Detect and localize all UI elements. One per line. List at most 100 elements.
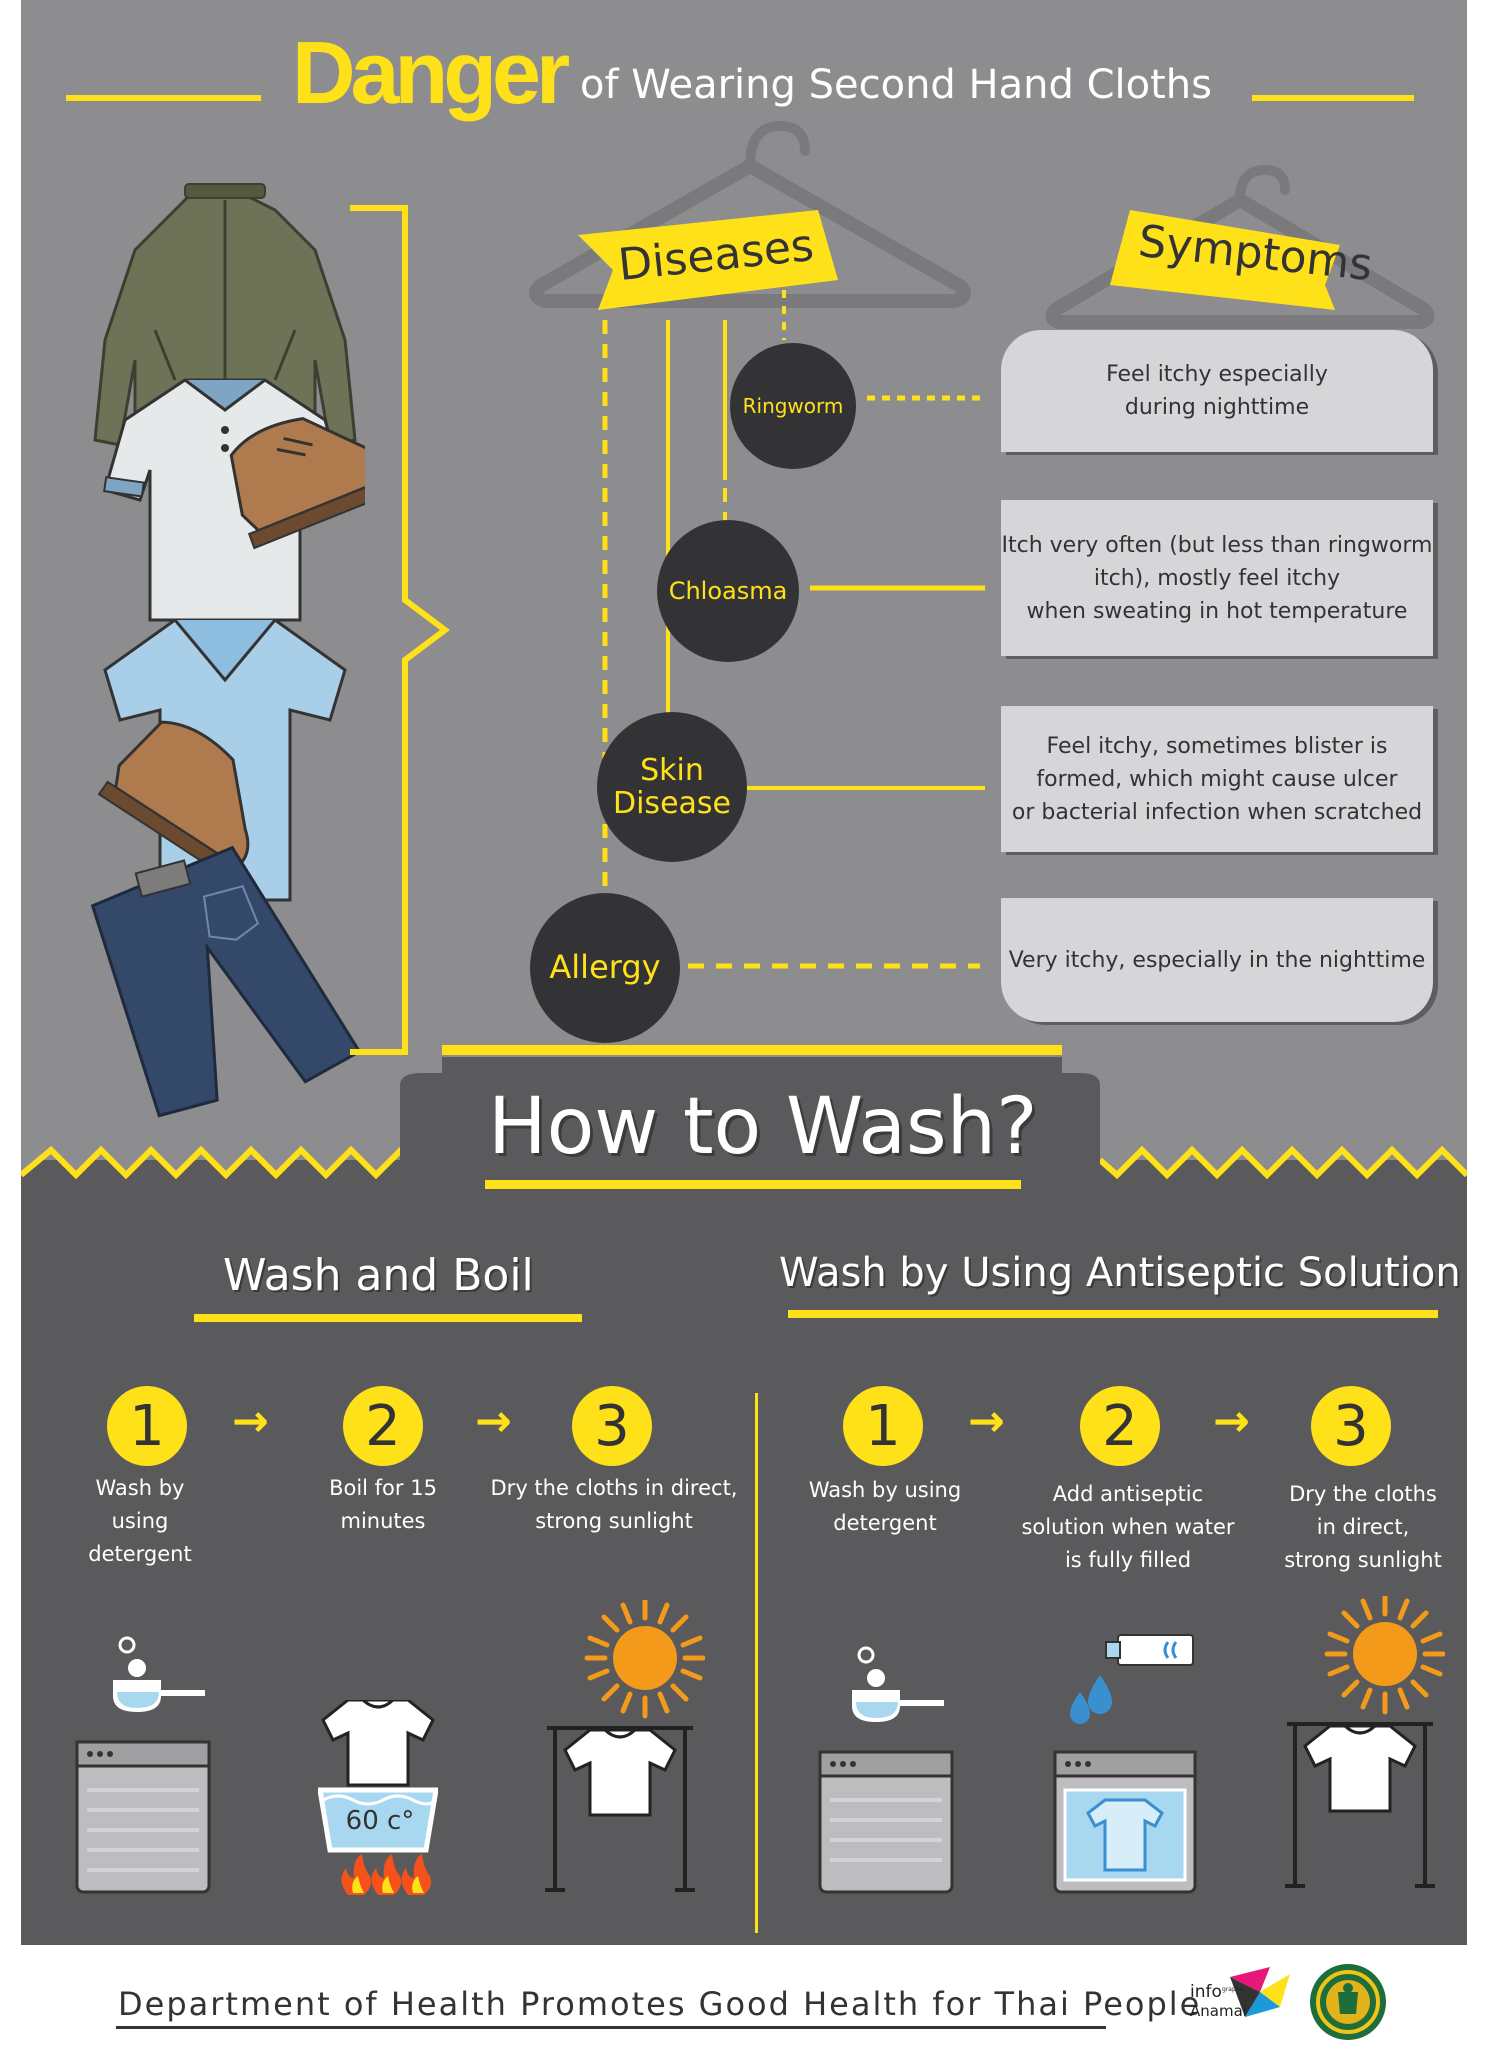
disease-name: Ringworm [742,394,844,418]
symptom-line: during nighttime [1124,395,1310,420]
disease-skin: Skin Disease [597,712,747,862]
bottom-panel [21,1160,1467,1945]
footer-text: Department of Health Promotes Good Healt… [118,1985,1202,2023]
step-text-line: strong sunlight [535,1509,693,1533]
step-text-line: minutes [340,1509,426,1533]
title-line-left [66,95,261,101]
detergent-scoop-icon [113,1636,205,1712]
boil-temperature: 60 c° [345,1806,415,1836]
step-number: 1 [107,1386,187,1466]
antiseptic-bottle-icon [1105,1634,1194,1666]
step-number: 1 [843,1386,923,1466]
symptom-line: itch), mostly feel itchy [1093,565,1341,591]
symptom-line: Itch very often (but less than ringworm [1001,532,1433,558]
step-text: Wash by using detergent [790,1474,980,1540]
detergent-scoop-icon [852,1646,944,1722]
step-text: Wash by using detergent [60,1472,220,1571]
symptom-line: Feel itchy especially [1106,362,1328,387]
step-text-line: Boil for 15 [329,1476,437,1500]
disease-name: Allergy [549,948,661,987]
arrow-icon: → [968,1396,1005,1447]
symptom-line: or bacterial infection when scratched [1011,799,1423,825]
tshirt-icon [321,1700,435,1787]
disease-allergy: Allergy [530,893,680,1043]
zigzag-right [1100,1130,1467,1180]
hanger-icon [1045,164,1435,329]
logo-info: info [1190,1982,1222,2002]
method-title-underline [788,1310,1438,1318]
step-text-line: Wash by using [808,1478,962,1502]
zigzag-left [21,1130,421,1180]
step-text-line: detergent [833,1511,937,1535]
step-text-line: strong sunlight [1284,1548,1442,1572]
how-to-wash-title: How to Wash? [488,1082,1038,1172]
washing-machine-icon [75,1636,211,1894]
antiseptic-machine-icon [1053,1634,1197,1894]
page-title-main: Danger [292,23,570,122]
step-number: 3 [1311,1386,1391,1466]
step-text: Boil for 15 minutes [303,1472,463,1538]
symptom-line: formed, which might cause ulcer [1036,766,1398,792]
step-number: 3 [572,1386,652,1466]
disease-ringworm: Ringworm [730,343,856,469]
step-text: Add antiseptic solution when water is fu… [1008,1478,1248,1577]
symptom-line: when sweating in hot temperature [1026,598,1408,624]
ministry-seal-icon [1310,1964,1386,2040]
boiling-pot-icon [318,1700,438,1895]
fire-icon [341,1854,432,1895]
disease-name-line1: Skin [640,753,704,788]
logo-graphic: graphic [1222,1986,1245,1993]
step-text-line: detergent [88,1542,192,1566]
method-title-antiseptic: Wash by Using Antiseptic Solution [779,1250,1461,1296]
step-text-line: in direct, [1316,1515,1410,1539]
logo-mark [1230,1967,1290,2017]
step-text-line: solution when water [1021,1515,1235,1539]
arrow-icon: → [232,1396,269,1447]
method-title-underline [194,1314,582,1322]
symptom-chloasma: Itch very often (but less than ringworm … [1001,500,1433,656]
symptom-ringworm: Feel itchy especially during nighttime [1001,330,1433,452]
step-text: Dry the cloths in direct, strong sunligh… [480,1472,748,1538]
clothes-rack-icon [1285,1596,1445,1888]
symptom-line: Very itchy, especially in the nighttime [1008,947,1426,973]
washing-machine-icon [818,1646,954,1894]
step-text-line: Dry the cloths in direct, [490,1476,738,1500]
clothes-rack-icon [545,1600,705,1892]
diseases-tag-shape [578,210,838,310]
disease-name: Chloasma [668,576,788,605]
page-title-rest: of Wearing Second Hand Cloths [580,62,1212,108]
shoe-icon [229,417,365,550]
symptom-allergy: Very itchy, especially in the nighttime [1001,898,1433,1022]
symptoms-tag-shape [1110,210,1340,310]
arrow-icon: → [475,1396,512,1447]
infographic-logo-icon: info graphic Anamai [1190,1962,1300,2032]
hanger-icon [529,120,971,308]
droplet-icon [1070,1675,1112,1724]
method-divider [755,1393,758,1933]
how-title-underline [485,1180,1021,1189]
logo-anamai: Anamai [1190,2002,1247,2020]
sun-icon [584,1600,705,1719]
step-text-line: Add antiseptic [1052,1482,1204,1506]
clothes-pile [90,183,365,1118]
arrow-icon: → [1213,1396,1250,1447]
symptom-skin-disease: Feel itchy, sometimes blister is formed,… [1001,706,1433,852]
bracket [350,205,450,1055]
step-text: Dry the cloths in direct, strong sunligh… [1268,1478,1458,1577]
how-to-wash-tab [400,1045,1100,1190]
step-text-line: using [111,1509,169,1533]
jeans-icon [90,845,362,1118]
disease-name-line2: Disease [613,786,731,821]
step-number: 2 [1080,1386,1160,1466]
disease-chloasma: Chloasma [657,520,799,662]
sun-icon [1324,1596,1445,1715]
method-title-boil: Wash and Boil [223,1250,534,1301]
step-text-line: Wash by [95,1476,185,1500]
footer-line [116,2026,1106,2029]
symptom-line: Feel itchy, sometimes blister is [1046,733,1388,759]
step-number: 2 [343,1386,423,1466]
title-line-right [1252,95,1414,101]
step-text-line: is fully filled [1064,1548,1192,1572]
step-text-line: Dry the cloths [1289,1482,1437,1506]
